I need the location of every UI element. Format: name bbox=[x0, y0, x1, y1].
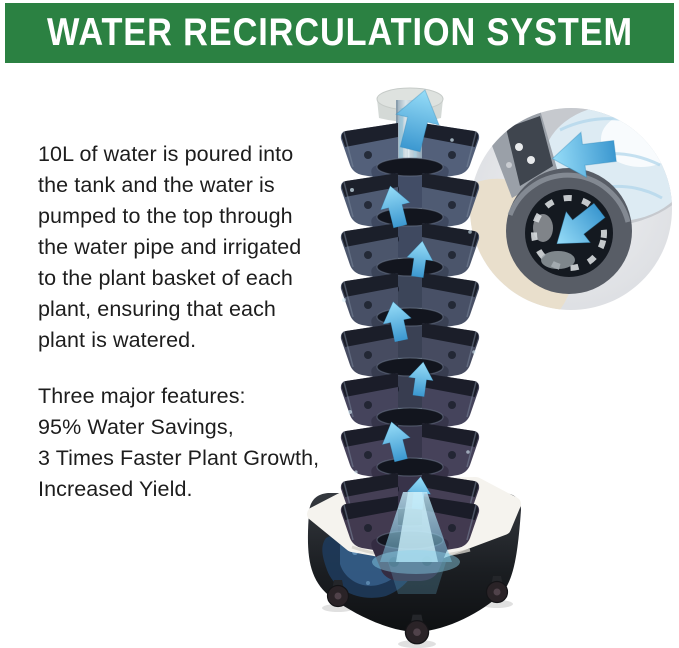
features-line: Three major features: bbox=[38, 384, 246, 408]
features-line: 95% Water Savings, bbox=[38, 415, 234, 439]
page-title: WATER RECIRCULATION SYSTEM bbox=[46, 11, 633, 54]
description-line: to the plant basket of each bbox=[38, 266, 293, 290]
description-line: the water pipe and irrigated bbox=[38, 235, 302, 259]
description-text: 10L of water is poured into the tank and… bbox=[38, 139, 301, 356]
features-text: Three major features: 95% Water Savings,… bbox=[38, 381, 319, 505]
description-line: plant, ensuring that each bbox=[38, 297, 276, 321]
water-spray bbox=[372, 492, 460, 594]
description-line: the tank and the water is bbox=[38, 173, 275, 197]
description-line: plant is watered. bbox=[38, 328, 197, 352]
description-line: 10L of water is poured into bbox=[38, 142, 294, 166]
water-droplets bbox=[342, 138, 476, 474]
description-line: pumped to the top through bbox=[38, 204, 293, 228]
title-banner: WATER RECIRCULATION SYSTEM bbox=[5, 3, 674, 63]
features-line: 3 Times Faster Plant Growth, bbox=[38, 446, 320, 470]
sprinkler-closeup-inset bbox=[470, 108, 672, 310]
features-line: Increased Yield. bbox=[38, 477, 193, 501]
grow-tower bbox=[340, 84, 480, 594]
